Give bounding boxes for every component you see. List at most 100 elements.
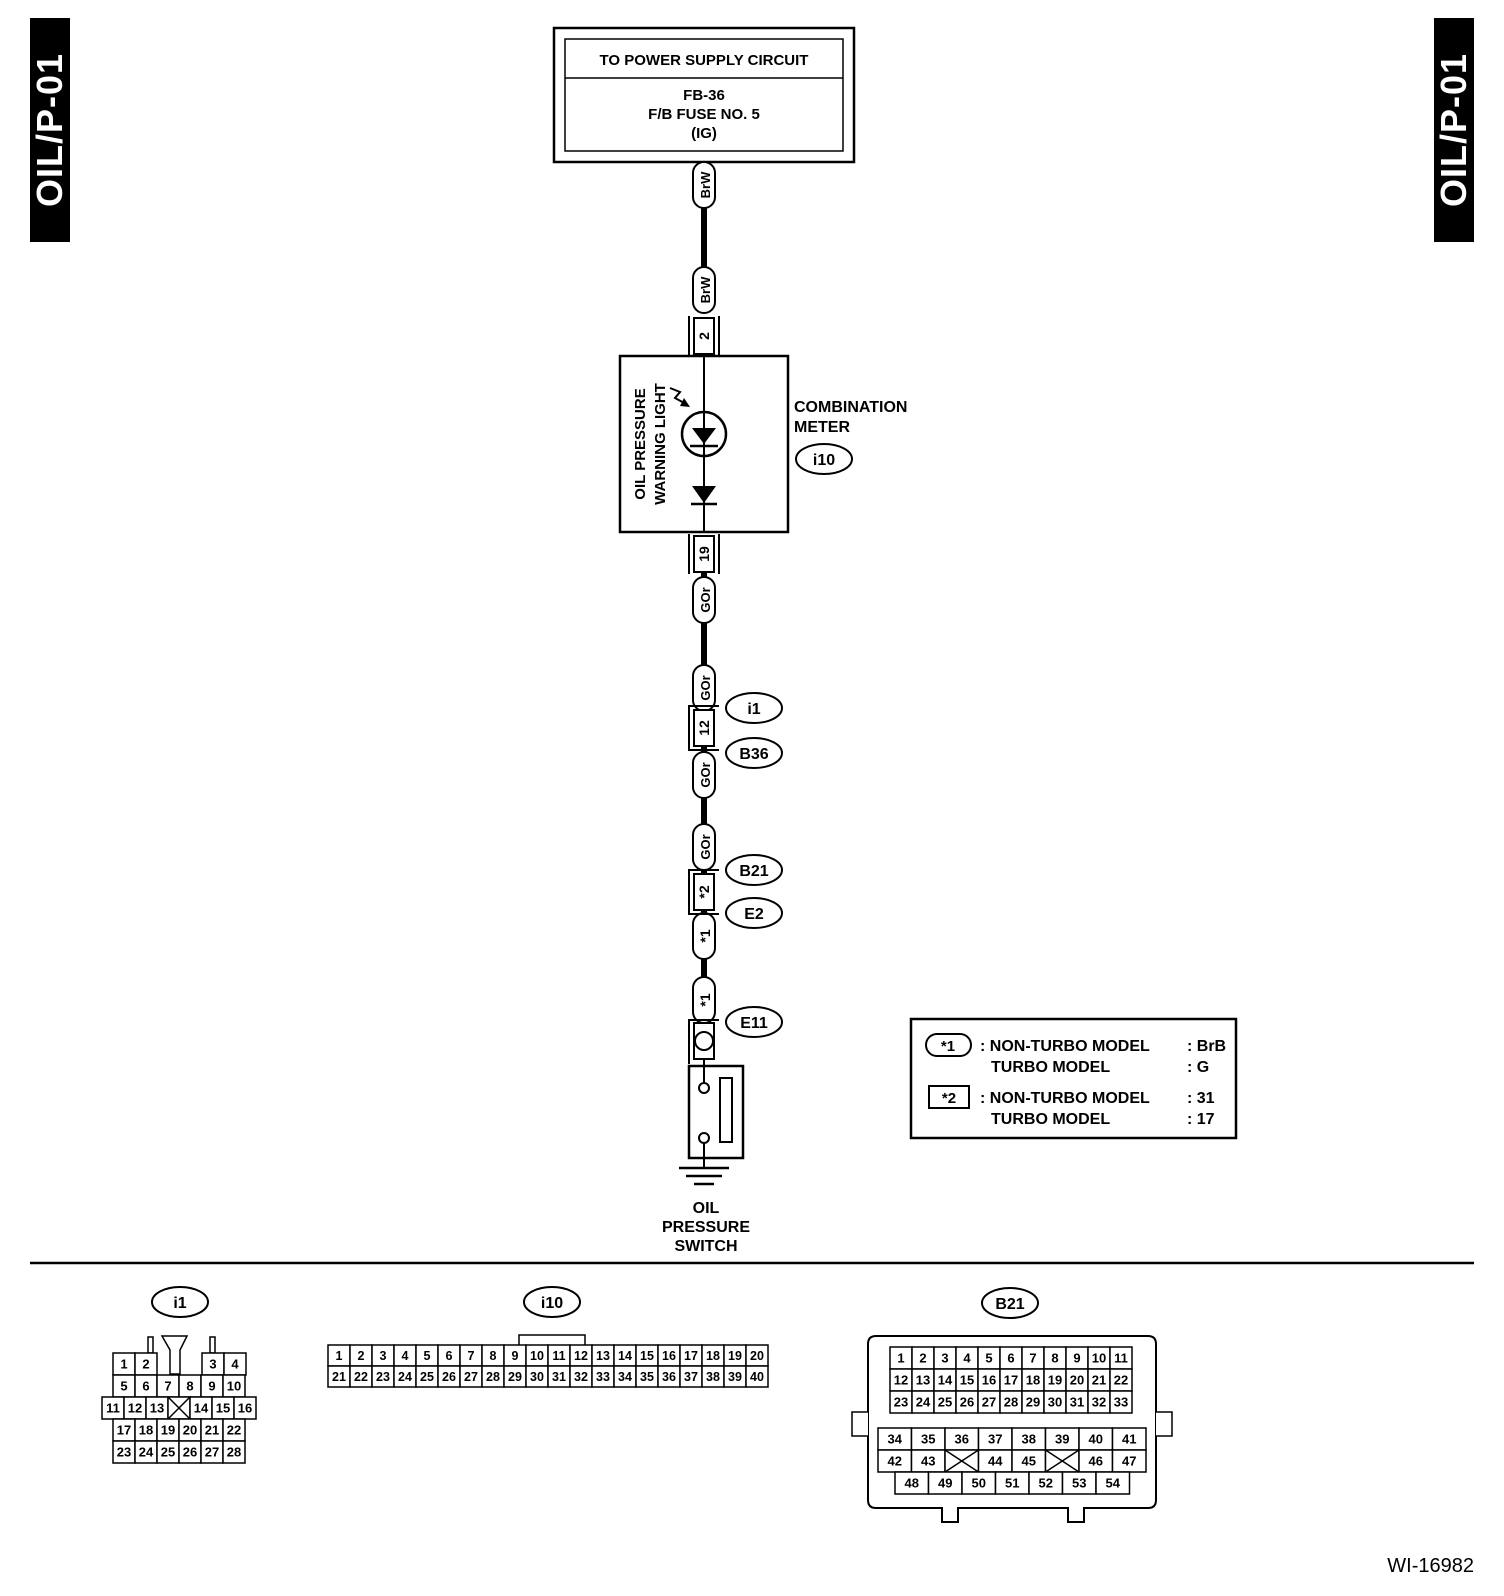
pin-i1-10: 10 bbox=[227, 1379, 241, 1394]
pin-b21-46: 46 bbox=[1089, 1454, 1103, 1469]
pin-b21-20: 20 bbox=[1070, 1373, 1084, 1388]
pin-i10-3: 3 bbox=[380, 1349, 387, 1363]
pin-b21-9: 9 bbox=[1073, 1351, 1080, 1366]
pin-i10-7: 7 bbox=[468, 1349, 475, 1363]
switch-label-3: SWITCH bbox=[674, 1238, 737, 1255]
wire-color-gor-3-label: GOr bbox=[698, 762, 713, 787]
pin-b21-39: 39 bbox=[1055, 1432, 1069, 1447]
pin-b21-36: 36 bbox=[955, 1432, 969, 1447]
wire-color-brw-top: BrW bbox=[692, 161, 716, 209]
connector-tag-b21: B21 bbox=[725, 854, 783, 886]
legend-key-1: *1 bbox=[925, 1033, 972, 1057]
pin-b21-52: 52 bbox=[1039, 1476, 1053, 1491]
pin-i10-5: 5 bbox=[424, 1349, 431, 1363]
legend-box: *1 : NON-TURBO MODEL : BrB TURBO MODEL :… bbox=[909, 1017, 1238, 1140]
pin-i1-1: 1 bbox=[120, 1357, 127, 1372]
oil-pressure-switch-icon bbox=[687, 1064, 745, 1168]
legend-2-row1-value: : 31 bbox=[1187, 1090, 1215, 1107]
pin-b21-2: 2 bbox=[919, 1351, 926, 1366]
pin-b21-50: 50 bbox=[972, 1476, 986, 1491]
legend-1-row2-value: : G bbox=[1187, 1059, 1209, 1076]
warning-light-label-2: WARNING LIGHT bbox=[652, 383, 669, 505]
legend-key-2-label: *2 bbox=[942, 1090, 956, 1107]
pin-b21-7: 7 bbox=[1029, 1351, 1036, 1366]
pin-i10-8: 8 bbox=[490, 1349, 497, 1363]
pin-i1-5: 5 bbox=[120, 1379, 127, 1394]
pin-i1-22: 22 bbox=[227, 1423, 241, 1438]
pin-b21-28: 28 bbox=[1004, 1395, 1018, 1410]
meter-pin-19-label: 19 bbox=[696, 546, 712, 562]
pin-i1-16: 16 bbox=[238, 1401, 252, 1416]
pin-i1-3: 3 bbox=[209, 1357, 216, 1372]
pin-i1-23: 23 bbox=[117, 1445, 131, 1460]
pin-b21-54: 54 bbox=[1106, 1476, 1121, 1491]
connector-view-b21-label: B21 bbox=[995, 1296, 1024, 1313]
connector-tag-b21-label: B21 bbox=[739, 863, 768, 880]
pin-i1-17: 17 bbox=[117, 1423, 131, 1438]
legend-key-2: *2 bbox=[928, 1085, 970, 1109]
legend-1-row1-value: : BrB bbox=[1187, 1038, 1226, 1055]
combination-meter-box: OIL PRESSURE WARNING LIGHT bbox=[618, 354, 790, 534]
meter-connector-tag-label: i10 bbox=[813, 452, 835, 469]
connector-tag-b36: B36 bbox=[725, 737, 783, 769]
pin-b21-48: 48 bbox=[905, 1476, 919, 1491]
pin-i1-12: 12 bbox=[128, 1401, 142, 1416]
pin-b21-1: 1 bbox=[897, 1351, 904, 1366]
pin-b21-3: 3 bbox=[941, 1351, 948, 1366]
pin-i10-21: 21 bbox=[332, 1370, 346, 1384]
pin-i10-14: 14 bbox=[618, 1349, 632, 1363]
pin-i10-35: 35 bbox=[640, 1370, 654, 1384]
pin-i10-16: 16 bbox=[662, 1349, 676, 1363]
pin-b21-13: 13 bbox=[916, 1373, 930, 1388]
pin-i1-13: 13 bbox=[150, 1401, 164, 1416]
wire-color-gor-1-label: GOr bbox=[698, 587, 713, 612]
power-box-title: TO POWER SUPPLY CIRCUIT bbox=[600, 52, 809, 69]
pin-b21-24: 24 bbox=[916, 1395, 931, 1410]
pin-i10-40: 40 bbox=[750, 1370, 764, 1384]
pin-b21-14: 14 bbox=[938, 1373, 953, 1388]
pin-b21-37: 37 bbox=[988, 1432, 1002, 1447]
pin-b21-27: 27 bbox=[982, 1395, 996, 1410]
pin-b21-45: 45 bbox=[1022, 1454, 1036, 1469]
power-supply-box: TO POWER SUPPLY CIRCUIT FB-36 F/B FUSE N… bbox=[552, 26, 856, 164]
pin-b21-51: 51 bbox=[1005, 1476, 1019, 1491]
meter-pin-2: 2 bbox=[688, 316, 720, 356]
pin-i1-28-cell bbox=[222, 1440, 246, 1464]
legend-1-row1-label: : NON-TURBO MODEL bbox=[980, 1038, 1150, 1055]
pin-i10-15: 15 bbox=[640, 1349, 654, 1363]
pin-i10-39: 39 bbox=[728, 1370, 742, 1384]
pin-b21-49: 49 bbox=[938, 1476, 952, 1491]
pin-b21-21: 21 bbox=[1092, 1373, 1106, 1388]
wire-color-star1-e2: *1 bbox=[692, 912, 716, 960]
pin-b21-19: 19 bbox=[1048, 1373, 1062, 1388]
pin-b21-43: 43 bbox=[921, 1454, 935, 1469]
pin-b21-18: 18 bbox=[1026, 1373, 1040, 1388]
pin-b21-22: 22 bbox=[1114, 1373, 1128, 1388]
connector-tag-i1: i1 bbox=[725, 692, 783, 724]
pin-i10-32: 32 bbox=[574, 1370, 588, 1384]
pin-b21-32: 32 bbox=[1092, 1395, 1106, 1410]
pin-b21-8: 8 bbox=[1051, 1351, 1058, 1366]
pin-i1-7: 7 bbox=[164, 1379, 171, 1394]
pin-i1-11: 11 bbox=[106, 1401, 120, 1416]
pin-b21-4: 4 bbox=[963, 1351, 971, 1366]
pin-i10-10: 10 bbox=[530, 1349, 544, 1363]
pin-b21-31: 31 bbox=[1070, 1395, 1084, 1410]
pin-b21-15: 15 bbox=[960, 1373, 974, 1388]
pin-b21-5: 5 bbox=[985, 1351, 992, 1366]
wire-color-brw-top-label: BrW bbox=[698, 171, 713, 198]
meter-pin-2-label: 2 bbox=[696, 332, 712, 340]
wire-color-gor-4-label: GOr bbox=[698, 834, 713, 859]
pin-b21-10: 10 bbox=[1092, 1351, 1106, 1366]
wire-color-star1-e11-label: *1 bbox=[697, 993, 713, 1006]
pin-i1-6: 6 bbox=[142, 1379, 149, 1394]
pin-i10-23: 23 bbox=[376, 1370, 390, 1384]
power-box-line-1: FB-36 bbox=[683, 87, 725, 104]
connector-tag-e11-label: E11 bbox=[740, 1015, 768, 1032]
pin-i10-22: 22 bbox=[354, 1370, 368, 1384]
pin-i10-2: 2 bbox=[358, 1349, 365, 1363]
pin-b21-30: 30 bbox=[1048, 1395, 1062, 1410]
pin-i10-4: 4 bbox=[402, 1349, 409, 1363]
pin-b21-33-cell bbox=[1109, 1390, 1133, 1414]
